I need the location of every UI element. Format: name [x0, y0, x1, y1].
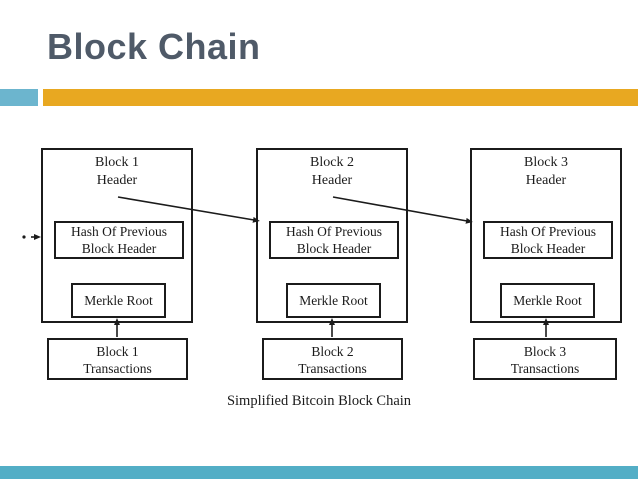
block-2-hash-box: Hash Of Previous Block Header: [269, 221, 399, 259]
block-3-name: Block 3: [524, 155, 568, 170]
block-1-name: Block 1: [95, 155, 139, 170]
block-2-header-title: Block 2 Header: [258, 150, 406, 190]
block-1-hash-line1: Hash Of Previous: [71, 224, 167, 239]
block-1-header-title: Block 1 Header: [43, 150, 191, 190]
block-2-tx-label: Transactions: [298, 361, 367, 376]
block-2-header-word: Header: [311, 173, 353, 188]
block-1-merkle-box: Merkle Root: [71, 283, 166, 318]
incoming-arrow-dot: [22, 235, 26, 239]
block-3-tx-name: Block 3: [523, 344, 567, 359]
diagram-caption: Simplified Bitcoin Block Chain: [226, 393, 412, 409]
footer-accent-bar: [0, 466, 638, 479]
block-3-hash-line1: Hash Of Previous: [500, 224, 596, 239]
block-1-header-word: Header: [96, 173, 138, 188]
block-2-hash-line2: Block Header: [296, 240, 372, 256]
block-2-merkle-label: Merkle Root: [299, 292, 368, 308]
block-1-tx-label: Transactions: [83, 361, 152, 376]
accent-bar-blue: [0, 89, 38, 106]
block-2-tx-name: Block 2: [311, 344, 354, 359]
block-3-merkle-box: Merkle Root: [500, 283, 595, 318]
block-1-hash-box: Hash Of Previous Block Header: [54, 221, 184, 259]
block-3-tx-label: Transactions: [510, 361, 580, 376]
block-3-transactions-box: Block 3 Transactions: [473, 338, 617, 380]
block-3-merkle-label: Merkle Root: [513, 292, 582, 308]
block-1-hash-line2: Block Header: [81, 240, 157, 256]
block-1-tx-name: Block 1: [96, 344, 139, 359]
accent-bar-gold: [43, 89, 638, 106]
block-2-name: Block 2: [310, 155, 354, 170]
block-2-merkle-box: Merkle Root: [286, 283, 381, 318]
block-3-hash-box: Hash Of Previous Block Header: [483, 221, 613, 259]
block-2: Block 2 Header Hash Of Previous Block He…: [256, 148, 408, 323]
block-1: Block 1 Header Hash Of Previous Block He…: [41, 148, 193, 323]
block-3: Block 3 Header Hash Of Previous Block He…: [470, 148, 622, 323]
block-1-merkle-label: Merkle Root: [84, 292, 153, 308]
block-3-hash-line2: Block Header: [510, 240, 586, 256]
block-2-transactions-box: Block 2 Transactions: [262, 338, 403, 380]
page-title: Block Chain: [47, 26, 261, 67]
block-1-transactions-box: Block 1 Transactions: [47, 338, 188, 380]
block-3-header-title: Block 3 Header: [472, 150, 620, 190]
block-2-hash-line1: Hash Of Previous: [286, 224, 382, 239]
block-3-header-word: Header: [525, 173, 567, 188]
